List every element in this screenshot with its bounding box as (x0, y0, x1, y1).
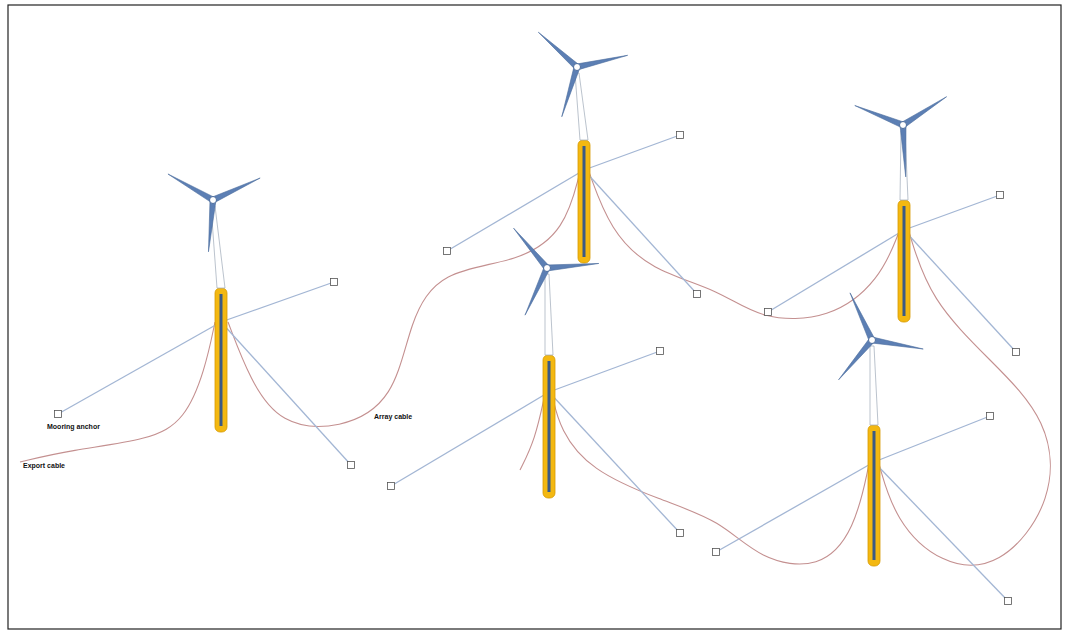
mooring-line (768, 230, 904, 312)
mooring-line (874, 416, 990, 462)
rotor-hub (210, 197, 217, 204)
spar-buoy (215, 288, 227, 432)
mooring-line (549, 351, 660, 392)
floating-turbine (388, 228, 684, 536)
rotor-blade (562, 66, 580, 117)
rotor-blade (538, 32, 579, 69)
anchor (765, 309, 772, 316)
rotor-hub (869, 337, 876, 344)
spar-buoy (578, 140, 590, 263)
anchor (444, 248, 451, 255)
spar-buoy (543, 355, 555, 498)
anchor (713, 549, 720, 556)
rotor-blade (839, 338, 875, 380)
mooring-line (584, 170, 697, 294)
mooring-line (447, 170, 584, 251)
anchor (657, 348, 664, 355)
part-label: Mooring anchor (46, 423, 101, 430)
anchor (987, 413, 994, 420)
dynamic-cable (552, 394, 869, 564)
mooring-line (874, 462, 1008, 601)
dynamic-cable (20, 322, 215, 462)
mooring-line (584, 135, 680, 170)
mooring-line (391, 392, 549, 486)
spar-core (873, 431, 876, 560)
spar-buoy (898, 200, 910, 322)
anchor (55, 411, 62, 418)
anchor (694, 291, 701, 298)
tower (575, 73, 588, 140)
spar-core (583, 146, 586, 257)
mooring-line (221, 322, 351, 465)
spar-buoy (868, 425, 880, 566)
anchor (677, 132, 684, 139)
floating-turbine (444, 32, 701, 297)
anchor (388, 483, 395, 490)
rotor-blade (901, 97, 946, 128)
mooring-line (904, 230, 1016, 352)
anchor (1005, 598, 1012, 605)
mooring-line (549, 392, 680, 533)
mooring-line (904, 195, 1000, 230)
rotor-blade (900, 125, 906, 177)
rotor-hub (574, 64, 581, 71)
rotor-blade (871, 337, 923, 349)
rotor-blade (855, 106, 904, 128)
dynamic-cable (520, 394, 545, 470)
anchor (1013, 349, 1020, 356)
floating-turbine (713, 293, 1012, 605)
rotor-blade (514, 228, 550, 270)
floating-turbine (765, 97, 1020, 356)
rotor-blade (525, 267, 550, 315)
rotor-hub (544, 265, 551, 272)
part-label: Array cable (373, 413, 413, 420)
anchor (331, 279, 338, 286)
anchor (997, 192, 1004, 199)
rotor-blade (850, 293, 875, 341)
spar-core (903, 206, 906, 316)
tower (870, 346, 878, 425)
dynamic-cable (589, 172, 899, 319)
mooring-line (716, 462, 874, 552)
spar-core (220, 294, 223, 426)
mooring-line (58, 322, 221, 414)
spar-core (548, 361, 551, 492)
rotor-blade (547, 263, 599, 271)
rotor-blade (168, 174, 215, 203)
part-label: Export cable (22, 462, 66, 469)
frame (8, 5, 1061, 629)
tower (545, 274, 553, 355)
rotor-blade (208, 200, 216, 252)
mooring-line (221, 282, 334, 322)
anchor (348, 462, 355, 469)
rotor-blade (212, 178, 260, 203)
rotor-blade (576, 55, 627, 70)
anchor (677, 530, 684, 537)
rotor-hub (900, 122, 907, 129)
